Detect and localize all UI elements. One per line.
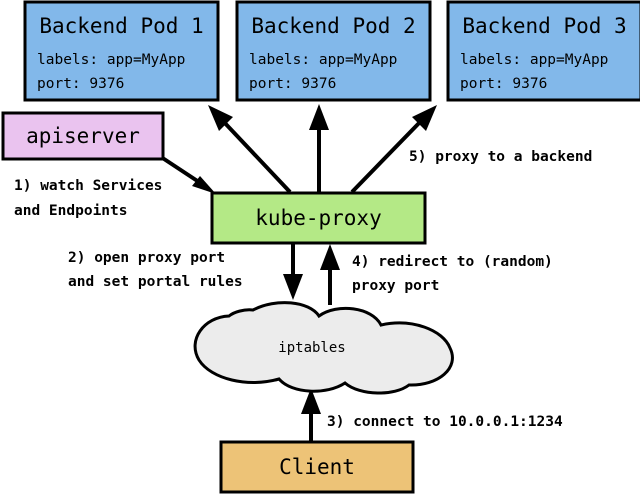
edge-5a-arrowhead <box>208 105 233 131</box>
edge-label-1-line1: 1) watch Services <box>14 178 162 194</box>
edge-label-3: 3) connect to 10.0.0.1:1234 <box>327 414 563 430</box>
edge-4-arrowhead <box>320 244 340 270</box>
iptables-title: iptables <box>278 340 345 356</box>
backend-pod-3-box[interactable] <box>446 0 640 102</box>
kube-proxy-node[interactable]: kube-proxy <box>210 191 427 245</box>
edge-iptables-to-kubeproxy <box>320 244 340 305</box>
apiserver-node[interactable]: apiserver <box>1 111 165 161</box>
edge-1-arrowhead <box>192 176 216 194</box>
kube-proxy-box[interactable] <box>210 191 427 245</box>
backend-pod-2[interactable]: Backend Pod 2 labels: app=MyApp port: 93… <box>235 0 432 102</box>
backend-pod-1-port: port: 9376 <box>37 76 124 92</box>
edge-5c-line <box>350 118 424 194</box>
edge-label-2-line2: and set portal rules <box>68 274 243 290</box>
edge-label-5: 5) proxy to a backend <box>409 149 592 165</box>
backend-pod-2-labels: labels: app=MyApp <box>249 52 397 68</box>
backend-pod-3[interactable]: Backend Pod 3 labels: app=MyApp port: 93… <box>446 0 640 102</box>
apiserver-title: apiserver <box>26 124 140 148</box>
edge-kubeproxy-to-pod1 <box>208 105 292 194</box>
client-node[interactable]: Client <box>219 440 415 494</box>
backend-pod-1-box[interactable] <box>23 0 220 102</box>
backend-pod-3-labels: labels: app=MyApp <box>460 52 608 68</box>
backend-pod-3-port: port: 9376 <box>460 76 547 92</box>
client-title: Client <box>279 455 355 479</box>
edge-label-3-line1: 3) connect to 10.0.0.1:1234 <box>327 414 563 430</box>
edge-label-2-line1: 2) open proxy port <box>68 250 225 266</box>
edge-kubeproxy-to-pod3 <box>350 105 437 194</box>
apiserver-box[interactable] <box>1 111 165 161</box>
backend-pod-2-box[interactable] <box>235 0 432 102</box>
edge-5a-line <box>220 118 292 194</box>
edge-5c-arrowhead <box>412 105 437 131</box>
edge-client-to-iptables <box>301 388 321 441</box>
kube-proxy-title: kube-proxy <box>255 206 381 230</box>
edge-kubeproxy-to-pod2 <box>309 104 329 192</box>
edge-label-5-line1: 5) proxy to a backend <box>409 149 592 165</box>
edge-3-arrowhead <box>301 388 321 414</box>
iptables-node[interactable]: iptables <box>193 301 454 395</box>
client-box[interactable] <box>219 440 415 494</box>
edge-2-arrowhead <box>283 274 303 300</box>
edge-label-4-line2: proxy port <box>352 278 439 294</box>
edge-label-1-line2: and Endpoints <box>14 203 128 219</box>
backend-pod-2-port: port: 9376 <box>249 76 336 92</box>
edge-label-4: 4) redirect to (random) proxy port <box>352 254 553 294</box>
backend-pod-2-title: Backend Pod 2 <box>251 14 415 38</box>
edge-label-1: 1) watch Services and Endpoints <box>14 178 162 219</box>
backend-pod-1-labels: labels: app=MyApp <box>37 52 185 68</box>
backend-pod-3-title: Backend Pod 3 <box>462 14 626 38</box>
edge-5b-arrowhead <box>309 104 329 130</box>
edge-apiserver-to-kubeproxy <box>156 153 216 194</box>
backend-pod-1[interactable]: Backend Pod 1 labels: app=MyApp port: 93… <box>23 0 220 102</box>
edge-kubeproxy-to-iptables <box>283 244 303 300</box>
edge-label-4-line1: 4) redirect to (random) <box>352 254 553 270</box>
iptables-cloud-shape[interactable] <box>193 301 454 395</box>
edge-label-2: 2) open proxy port and set portal rules <box>68 250 243 290</box>
backend-pod-1-title: Backend Pod 1 <box>39 14 203 38</box>
